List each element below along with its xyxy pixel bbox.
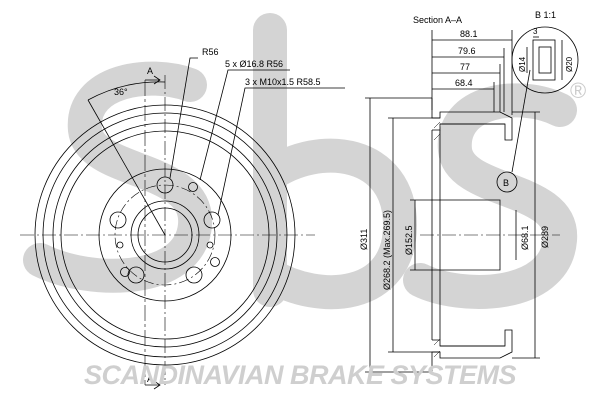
detail-dim-label-20: Ø20 — [565, 56, 574, 72]
section-arrow-top — [145, 75, 161, 85]
drum-rim-inner-3 — [60, 130, 270, 340]
bolt-hole-label: 5 x Ø16.8 R56 — [225, 59, 283, 69]
section-hatching — [433, 121, 441, 358]
bolt-hole — [109, 211, 127, 229]
detail-b-marker-circle — [496, 171, 518, 193]
section-marker-bottom: A — [147, 374, 153, 384]
leader-thread — [217, 87, 345, 216]
section-arrow-bottom — [145, 380, 161, 390]
section-title: Section A–A — [413, 15, 462, 25]
threaded-hole — [210, 257, 220, 267]
dim-label-79: 79.6 — [458, 46, 476, 56]
detail-boundary-circle — [511, 26, 579, 94]
threaded-hole — [188, 182, 198, 192]
dim-label-311: Ø311 — [359, 229, 369, 250]
hub-center-bore — [137, 207, 193, 263]
sbs-logo-watermark — [23, 13, 577, 310]
detail-b-marker-label: B — [503, 178, 509, 188]
logo-letter-b — [253, 13, 417, 310]
hatch-line — [433, 121, 441, 129]
angle-label: 36° — [114, 87, 128, 97]
detail-view — [511, 26, 579, 94]
dim-label-68: 68.4 — [455, 78, 473, 88]
detail-dim-label-3: 3 — [533, 27, 538, 36]
hole-radius-label: R56 — [202, 47, 219, 57]
drum-outer-rim — [34, 104, 296, 366]
detail-hole-outer — [532, 39, 556, 81]
bolt-hole — [185, 266, 203, 284]
detail-dim-label-14: Ø14 — [518, 56, 527, 72]
section-view — [365, 30, 560, 373]
detail-b-leader — [511, 69, 531, 173]
hub-outer-circle — [98, 168, 232, 302]
pin-hole — [206, 241, 214, 249]
leader-bolt-hole — [199, 69, 290, 181]
detail-title: B 1:1 — [535, 10, 556, 20]
bolt-hole — [156, 176, 174, 194]
dim-label-77: 77 — [460, 62, 470, 72]
bolt-circle — [114, 184, 216, 286]
drum-rim-inner-2 — [52, 122, 278, 348]
registered-mark: ® — [570, 78, 586, 103]
leader-r56 — [169, 57, 198, 179]
dim-label-68-1: Ø68.1 — [520, 225, 530, 250]
dim-label-289: Ø289 — [540, 226, 550, 248]
detail-hole-inner — [538, 46, 552, 74]
front-view — [20, 57, 345, 390]
section-marker-top: A — [147, 66, 153, 76]
threaded-hole — [120, 267, 130, 277]
drum-rim-inner-1 — [42, 112, 288, 358]
angle-arc — [87, 81, 166, 101]
hatch-line — [433, 133, 441, 141]
pin-hole — [116, 241, 124, 249]
bolt-hole — [127, 266, 145, 284]
hatch-line — [433, 338, 441, 346]
dim-label-88: 88.1 — [460, 29, 478, 39]
logo-letter-s-left — [23, 61, 212, 293]
dim-label-152: Ø152.5 — [404, 225, 414, 255]
logo-letter-s-right — [403, 83, 577, 309]
hatch-line — [433, 350, 441, 358]
thread-label: 3 x M10x1.5 R58.5 — [245, 77, 321, 87]
brand-tagline: SCANDINAVIAN BRAKE SYSTEMS — [83, 360, 517, 390]
dim-label-268: Ø268.2 (Max.269.5) — [382, 210, 392, 290]
bolt-hole — [203, 211, 221, 229]
hub-center-bore-outer — [130, 200, 200, 270]
angle-ray — [87, 99, 166, 236]
